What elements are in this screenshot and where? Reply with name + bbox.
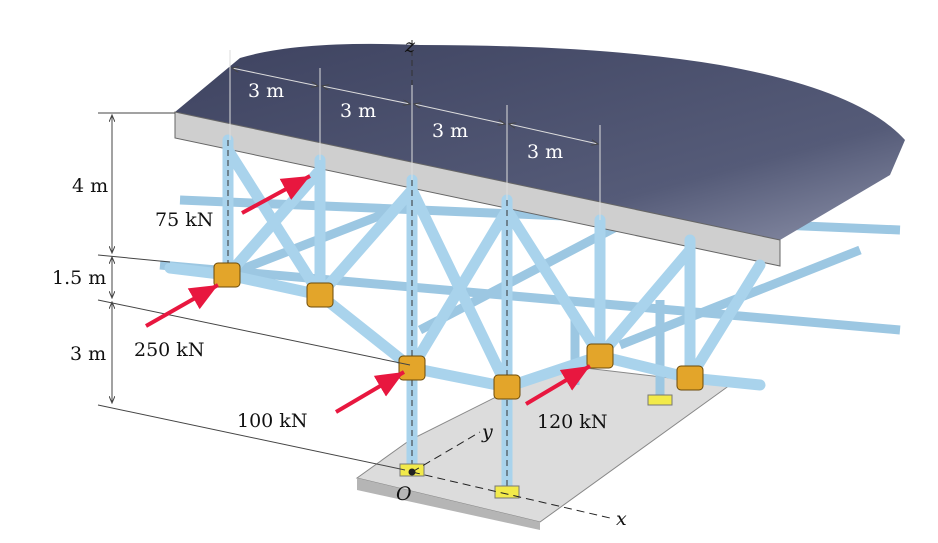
force-75kn: 75 kN [155,209,213,231]
column-base-plates [399,394,673,499]
force-250kn: 250 kN [134,339,204,361]
dim-top-2: 3 m [340,100,376,122]
force-arrows [145,174,592,414]
gusset-plates [213,262,704,400]
dim-1-5m: 1.5 m [52,267,106,289]
origin-label: O [396,483,412,505]
side-dimension-lines [97,112,411,471]
force-120kn: 120 kN [537,411,607,433]
dim-top-4: 3 m [527,141,563,163]
axes [408,431,611,519]
top-dimension-lines [229,50,601,220]
z-axis-label: z [404,35,416,57]
dim-3m: 3 m [70,343,106,365]
dim-top-1: 3 m [248,80,284,102]
force-100kn: 100 kN [237,410,307,432]
base-plate [355,364,732,530]
x-axis-label: x [616,508,627,530]
y-axis-label: y [481,421,493,443]
dim-4m: 4 m [72,175,108,197]
dim-top-3: 3 m [432,120,468,142]
